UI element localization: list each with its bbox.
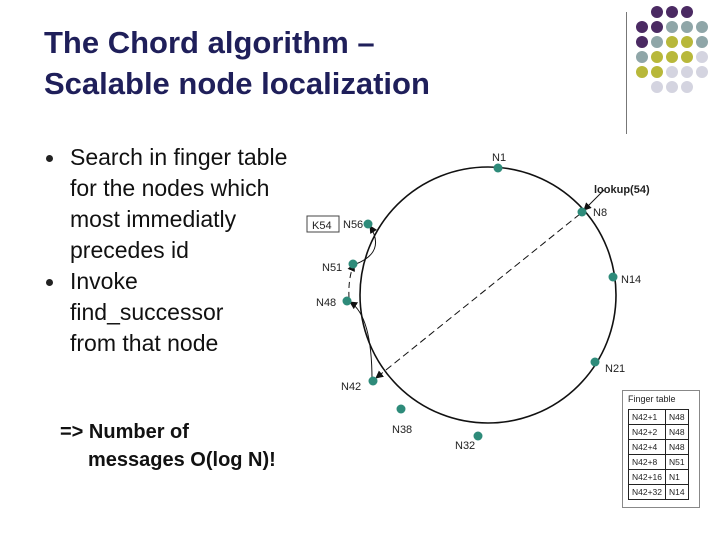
- ring-node-dot: [342, 296, 352, 306]
- finger-node-cell: N48: [665, 439, 689, 455]
- decor-dot: [651, 6, 663, 18]
- title-line-2: Scalable node localization: [44, 66, 430, 101]
- ring-node-label: N56: [343, 219, 363, 231]
- hop-arrow-n48-n51: [347, 263, 355, 299]
- bullet-item: Invoke find_successor from that node: [46, 266, 336, 359]
- decor-dot: [681, 36, 693, 48]
- decor-dot: [651, 36, 663, 48]
- decor-dot: [666, 36, 678, 48]
- decor-dot: [696, 36, 708, 48]
- ring-node-label: N1: [492, 152, 506, 164]
- finger-start-cell: N42+16: [627, 469, 667, 485]
- bullet-dot-icon: [46, 155, 53, 162]
- finger-node-cell: N48: [665, 409, 689, 425]
- bullet-line: find_successor: [70, 299, 224, 325]
- bullet-line: Invoke: [70, 268, 138, 294]
- bullet-line: precedes id: [70, 237, 189, 263]
- title-line-1: The Chord algorithm –: [44, 25, 375, 60]
- conclusion-line-2: messages O(log N)!: [88, 449, 276, 471]
- ring-node-label: N32: [455, 440, 475, 452]
- decor-dot: [696, 66, 708, 78]
- hop-arrow-n8-n42: [375, 213, 581, 379]
- decor-dot: [636, 51, 648, 63]
- ring-node-dot: [590, 357, 600, 367]
- finger-start-cell: N42+2: [627, 424, 667, 440]
- decor-dot: [681, 21, 693, 33]
- decor-dot: [666, 66, 678, 78]
- finger-node-cell: N48: [665, 424, 689, 440]
- finger-start-cell: N42+4: [627, 439, 667, 455]
- decor-dot: [651, 81, 663, 93]
- hop-arrow-n51-n56: [355, 225, 378, 265]
- ring-node-dot: [473, 431, 483, 441]
- ring-node-dot: [577, 207, 587, 217]
- ring-node-label: N42: [341, 381, 361, 393]
- hop-arrow-n42-n48: [349, 301, 373, 381]
- ring-node-label: N8: [593, 207, 607, 219]
- finger-node-cell: N14: [665, 484, 689, 500]
- ring-node-dot: [493, 163, 503, 173]
- finger-start-cell: N42+8: [627, 454, 667, 470]
- ring-node-dot: [396, 404, 406, 414]
- decor-dot: [681, 6, 693, 18]
- bullet-line: most immediatly: [70, 206, 237, 232]
- finger-start-cell: N42+32: [627, 484, 667, 500]
- bullet-dot-icon: [46, 279, 53, 286]
- finger-node-cell: N1: [665, 469, 689, 485]
- bullet-item: Search in finger table for the nodes whi…: [46, 142, 336, 266]
- decor-dot: [681, 51, 693, 63]
- decor-dot: [636, 36, 648, 48]
- finger-start-cell: N42+1: [627, 409, 667, 425]
- decor-dot: [636, 66, 648, 78]
- finger-node-cell: N51: [665, 454, 689, 470]
- ring-node-dot: [608, 272, 618, 282]
- decor-divider: [626, 12, 627, 134]
- ring-node-label: N14: [621, 274, 641, 286]
- lookup-label: lookup(54): [594, 184, 650, 196]
- decor-dot: [681, 66, 693, 78]
- decor-dot: [696, 51, 708, 63]
- decor-dot: [666, 51, 678, 63]
- ring-node-label: N21: [605, 363, 625, 375]
- conclusion-text: => Number of messages O(log N)!: [60, 418, 276, 474]
- decor-dot: [681, 81, 693, 93]
- slide-title: The Chord algorithm – Scalable node loca…: [44, 22, 564, 104]
- decor-dot: [666, 21, 678, 33]
- decor-dot: [651, 21, 663, 33]
- key-label: K54: [312, 220, 332, 232]
- bullet-line: for the nodes which: [70, 175, 270, 201]
- bullet-line: from that node: [70, 330, 219, 356]
- ring-node-dot: [368, 376, 378, 386]
- bullet-list: Search in finger table for the nodes whi…: [46, 142, 336, 359]
- decor-dot: [666, 6, 678, 18]
- ring-circle: [359, 166, 617, 424]
- decor-dot: [651, 66, 663, 78]
- decor-dot: [636, 21, 648, 33]
- ring-node-dot: [363, 219, 373, 229]
- ring-node-label: N38: [392, 424, 412, 436]
- ring-node-label: N48: [316, 297, 336, 309]
- decor-dot: [666, 81, 678, 93]
- key-box: [306, 215, 340, 233]
- decor-dot: [651, 51, 663, 63]
- finger-table-caption: Finger table: [628, 394, 676, 404]
- bullet-line: Search in finger table: [70, 144, 288, 170]
- ring-node-dot: [348, 259, 358, 269]
- decor-dot: [696, 21, 708, 33]
- conclusion-line-1: => Number of: [60, 421, 189, 443]
- lookup-arrow: [583, 189, 605, 211]
- ring-node-label: N51: [322, 262, 342, 274]
